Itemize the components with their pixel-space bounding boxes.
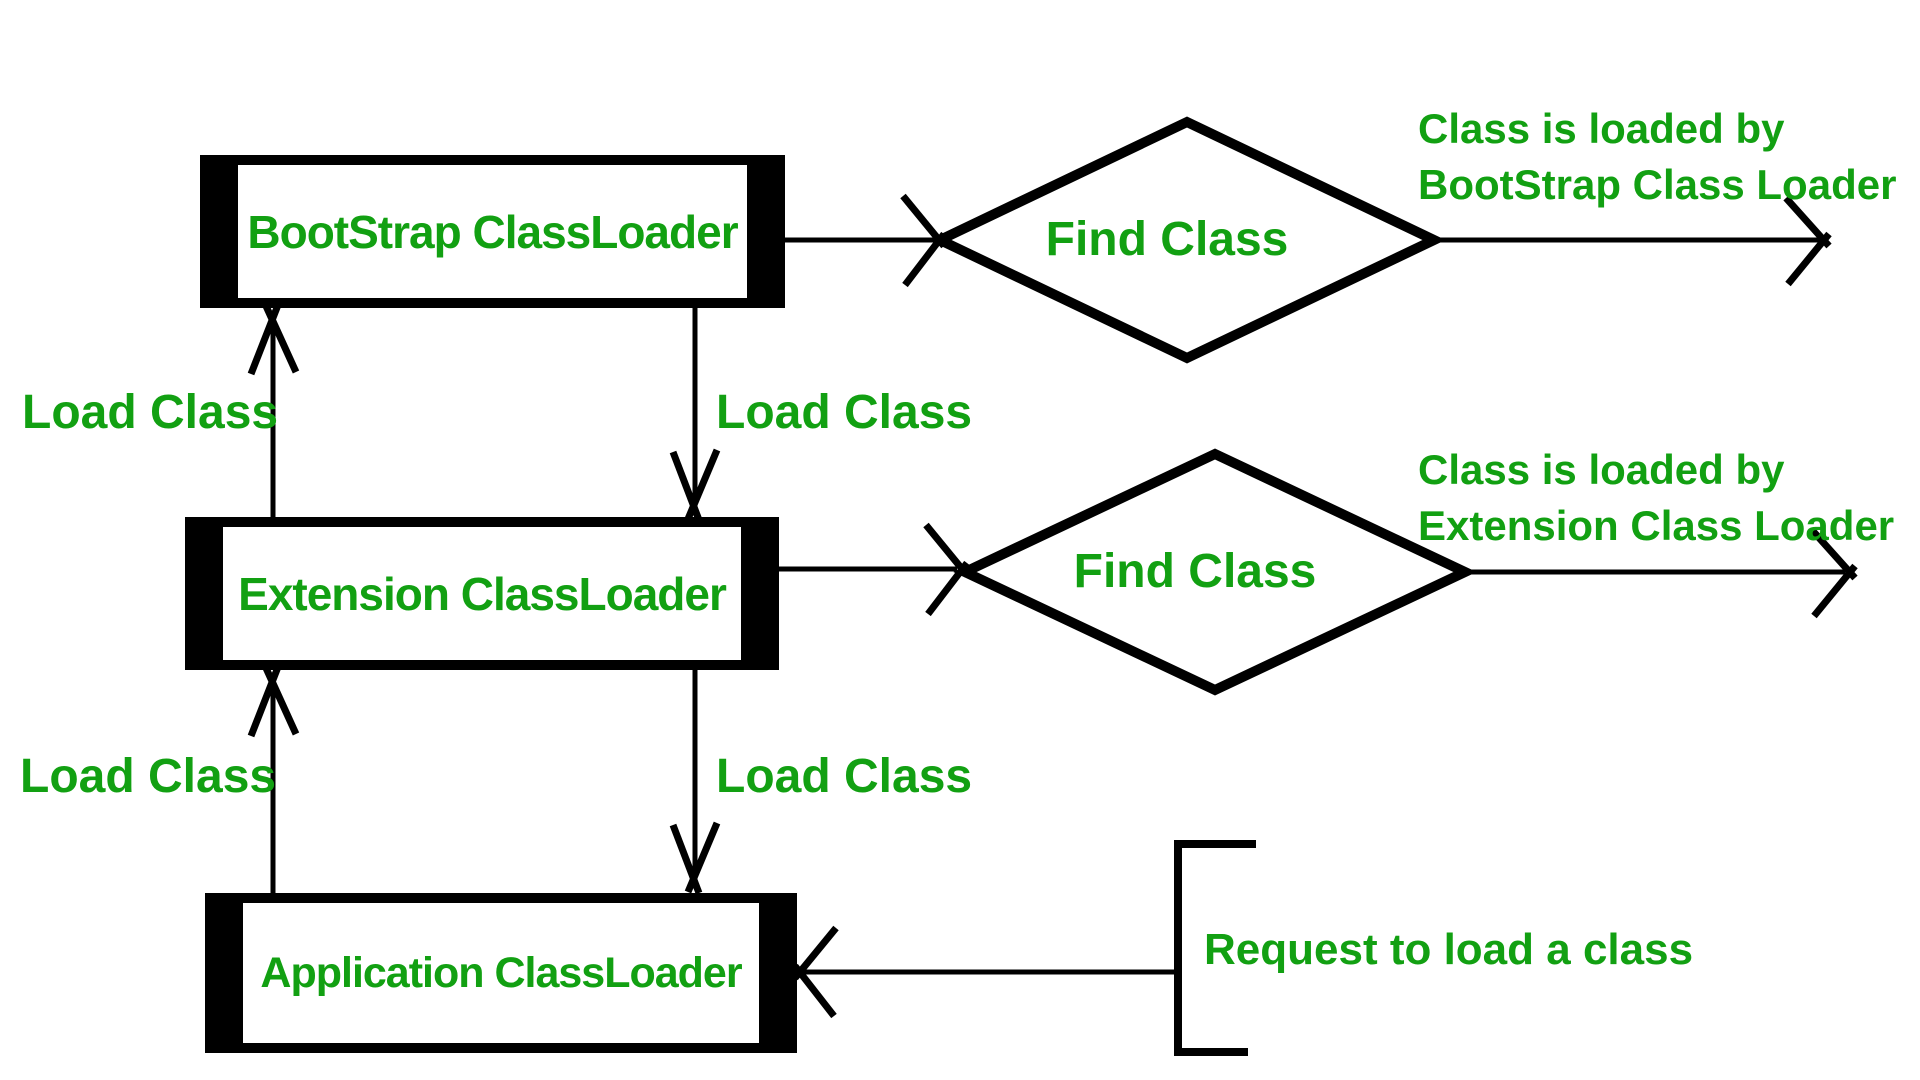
load-class-label-upper-right: Load Class [716,386,973,439]
arrowhead-arm [792,963,837,1019]
request-bracket [1174,840,1256,1056]
find-class-diamond-2 [953,448,1477,696]
arrow-request-to-application [792,925,1178,1019]
arrow-bootstrap-to-findclass [785,193,947,288]
arrow-findclass2-result [1465,527,1858,619]
bootstrap-classloader-label: BootStrap ClassLoader [247,205,738,258]
arrow-extension-to-bootstrap [247,303,300,517]
arrow-application-to-extension [247,665,300,893]
load-class-label-lower-right: Load Class [716,750,973,803]
find-class-label-1: Find Class [1045,213,1289,266]
application-classloader-label: Application ClassLoader [260,948,742,997]
annotation-bootstrap-result: Class is loaded by BootStrap Class Loade… [1418,101,1896,213]
arrowhead-arm [262,666,300,736]
arrowhead-arm [1785,231,1832,287]
arrowhead-arm [684,448,721,521]
request-label: Request to load a class [1204,925,1694,974]
extension-classloader-label: Extension ClassLoader [238,567,727,620]
arrowhead-arm [262,304,300,374]
arrow-findclass1-result [1434,195,1832,287]
annotation-extension-result-line1: Class is loaded by [1418,446,1785,493]
bootstrap-classloader-box: BootStrap ClassLoader [200,155,785,308]
annotation-extension-result: Class is loaded by Extension Class Loade… [1418,442,1894,554]
extension-classloader-box: Extension ClassLoader [185,517,779,670]
arrowhead-arm [1811,563,1858,619]
find-class-label-2: Find Class [1073,545,1317,598]
arrow-extension-to-findclass [779,522,970,617]
find-class-diamond-1 [928,116,1446,364]
annotation-extension-result-line2: Extension Class Loader [1418,502,1895,549]
annotation-bootstrap-result-line2: BootStrap Class Loader [1418,161,1897,208]
arrow-extension-to-application [669,670,721,895]
load-class-label-lower-left: Load Class [20,750,277,803]
arrowhead-arm [684,821,721,894]
annotation-bootstrap-result-line1: Class is loaded by [1418,105,1785,152]
load-class-label-upper-left: Load Class [22,386,279,439]
arrow-bootstrap-to-extension [669,308,721,522]
application-classloader-box: Application ClassLoader [205,893,797,1053]
